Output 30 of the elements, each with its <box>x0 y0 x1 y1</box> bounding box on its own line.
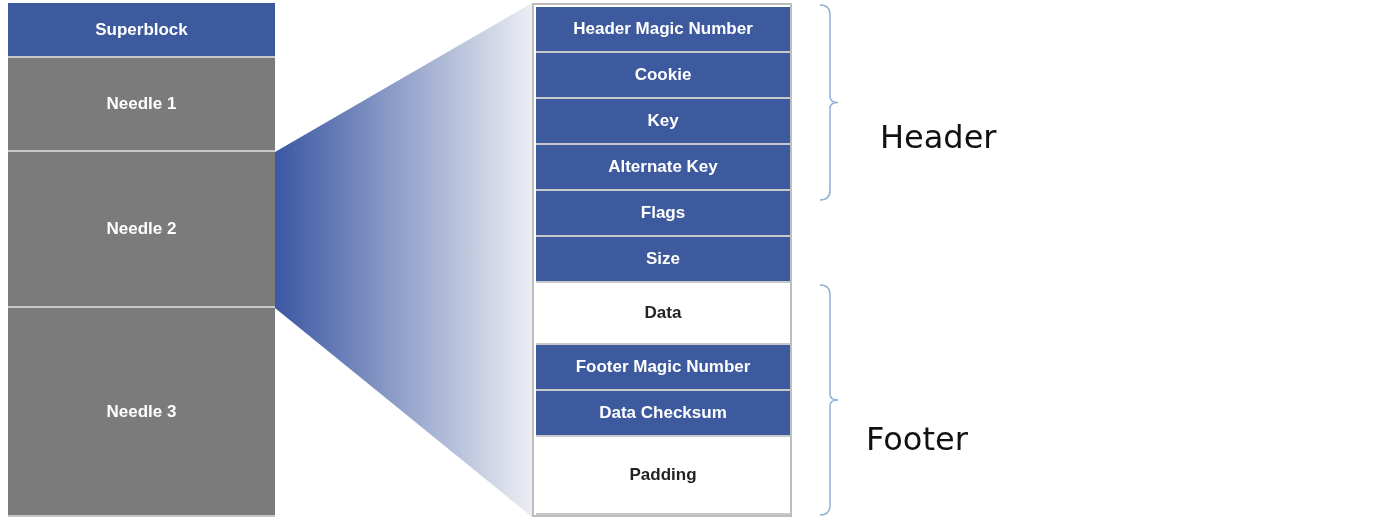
field-bar <box>536 53 790 99</box>
field-label: Data <box>644 303 682 323</box>
field-label: Size <box>646 249 680 269</box>
block-bar <box>8 152 275 308</box>
field-bar <box>536 191 790 237</box>
field-label: Needle 1 <box>106 94 177 114</box>
field-label: Data Checksum <box>599 403 727 423</box>
block-bar <box>8 58 275 152</box>
field-bar <box>536 345 790 391</box>
section-label: Footer <box>866 420 968 458</box>
field-bar <box>536 7 790 53</box>
field-label: Key <box>647 111 679 131</box>
field-label: Footer Magic Number <box>575 357 751 377</box>
field-label: Flags <box>640 203 686 223</box>
field-label: Padding <box>629 465 697 485</box>
field-bar <box>536 237 790 283</box>
field-label: Needle 3 <box>106 401 177 422</box>
expansion-wedge <box>275 3 532 517</box>
field-label: Header Magic Number <box>573 19 753 39</box>
section-label: Header <box>880 118 997 156</box>
field-label: Cookie <box>634 65 692 85</box>
block-bar <box>8 3 275 58</box>
field-stack-panel <box>532 3 792 517</box>
block-bar <box>8 308 275 517</box>
field-bar <box>536 145 790 191</box>
field-label: Alternate Key <box>608 157 718 177</box>
field-bar <box>536 99 790 145</box>
field-label: Superblock <box>95 19 188 40</box>
field-bar <box>536 391 790 437</box>
field-label: Needle 2 <box>106 219 177 239</box>
